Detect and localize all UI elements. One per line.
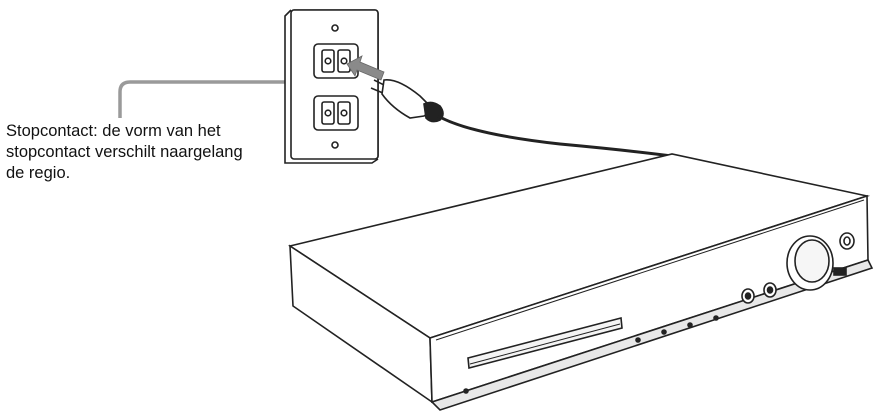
front-button: [661, 329, 667, 335]
upper-socket: [313, 43, 359, 79]
receiver-front-trim: [435, 199, 865, 341]
av-receiver-icon: [288, 153, 874, 411]
callout-leader-line: [118, 80, 316, 118]
volume-knob: [794, 239, 830, 283]
caption-line: de regio.: [6, 164, 71, 182]
insert-arrow-icon: [346, 55, 385, 81]
caption-line: Stopcontact: de vorm van het: [6, 122, 221, 140]
usb-port: [833, 267, 847, 276]
outlet-screw: [331, 24, 339, 32]
power-cord: [437, 114, 673, 158]
outlet-caption: Stopcontact: de vorm van het stopcontact…: [6, 121, 306, 184]
plug-prong: [370, 87, 384, 94]
receiver-base: [430, 259, 874, 411]
front-button: [635, 337, 641, 343]
lower-socket: [313, 95, 359, 131]
disc-slot-line: [469, 323, 621, 365]
outlet-screw: [331, 141, 339, 149]
disc-slot: [467, 316, 623, 370]
front-led: [463, 388, 469, 394]
power-plug-icon: [370, 79, 673, 158]
front-button: [713, 315, 719, 321]
power-button-inner: [843, 236, 851, 246]
audio-jack-inner: [766, 286, 774, 294]
front-button: [687, 322, 693, 328]
caption-line: stopcontact verschilt naargelang: [6, 143, 243, 161]
audio-jack-inner: [744, 292, 752, 300]
wall-outlet-icon: [284, 9, 379, 164]
plug-body: [381, 79, 430, 119]
